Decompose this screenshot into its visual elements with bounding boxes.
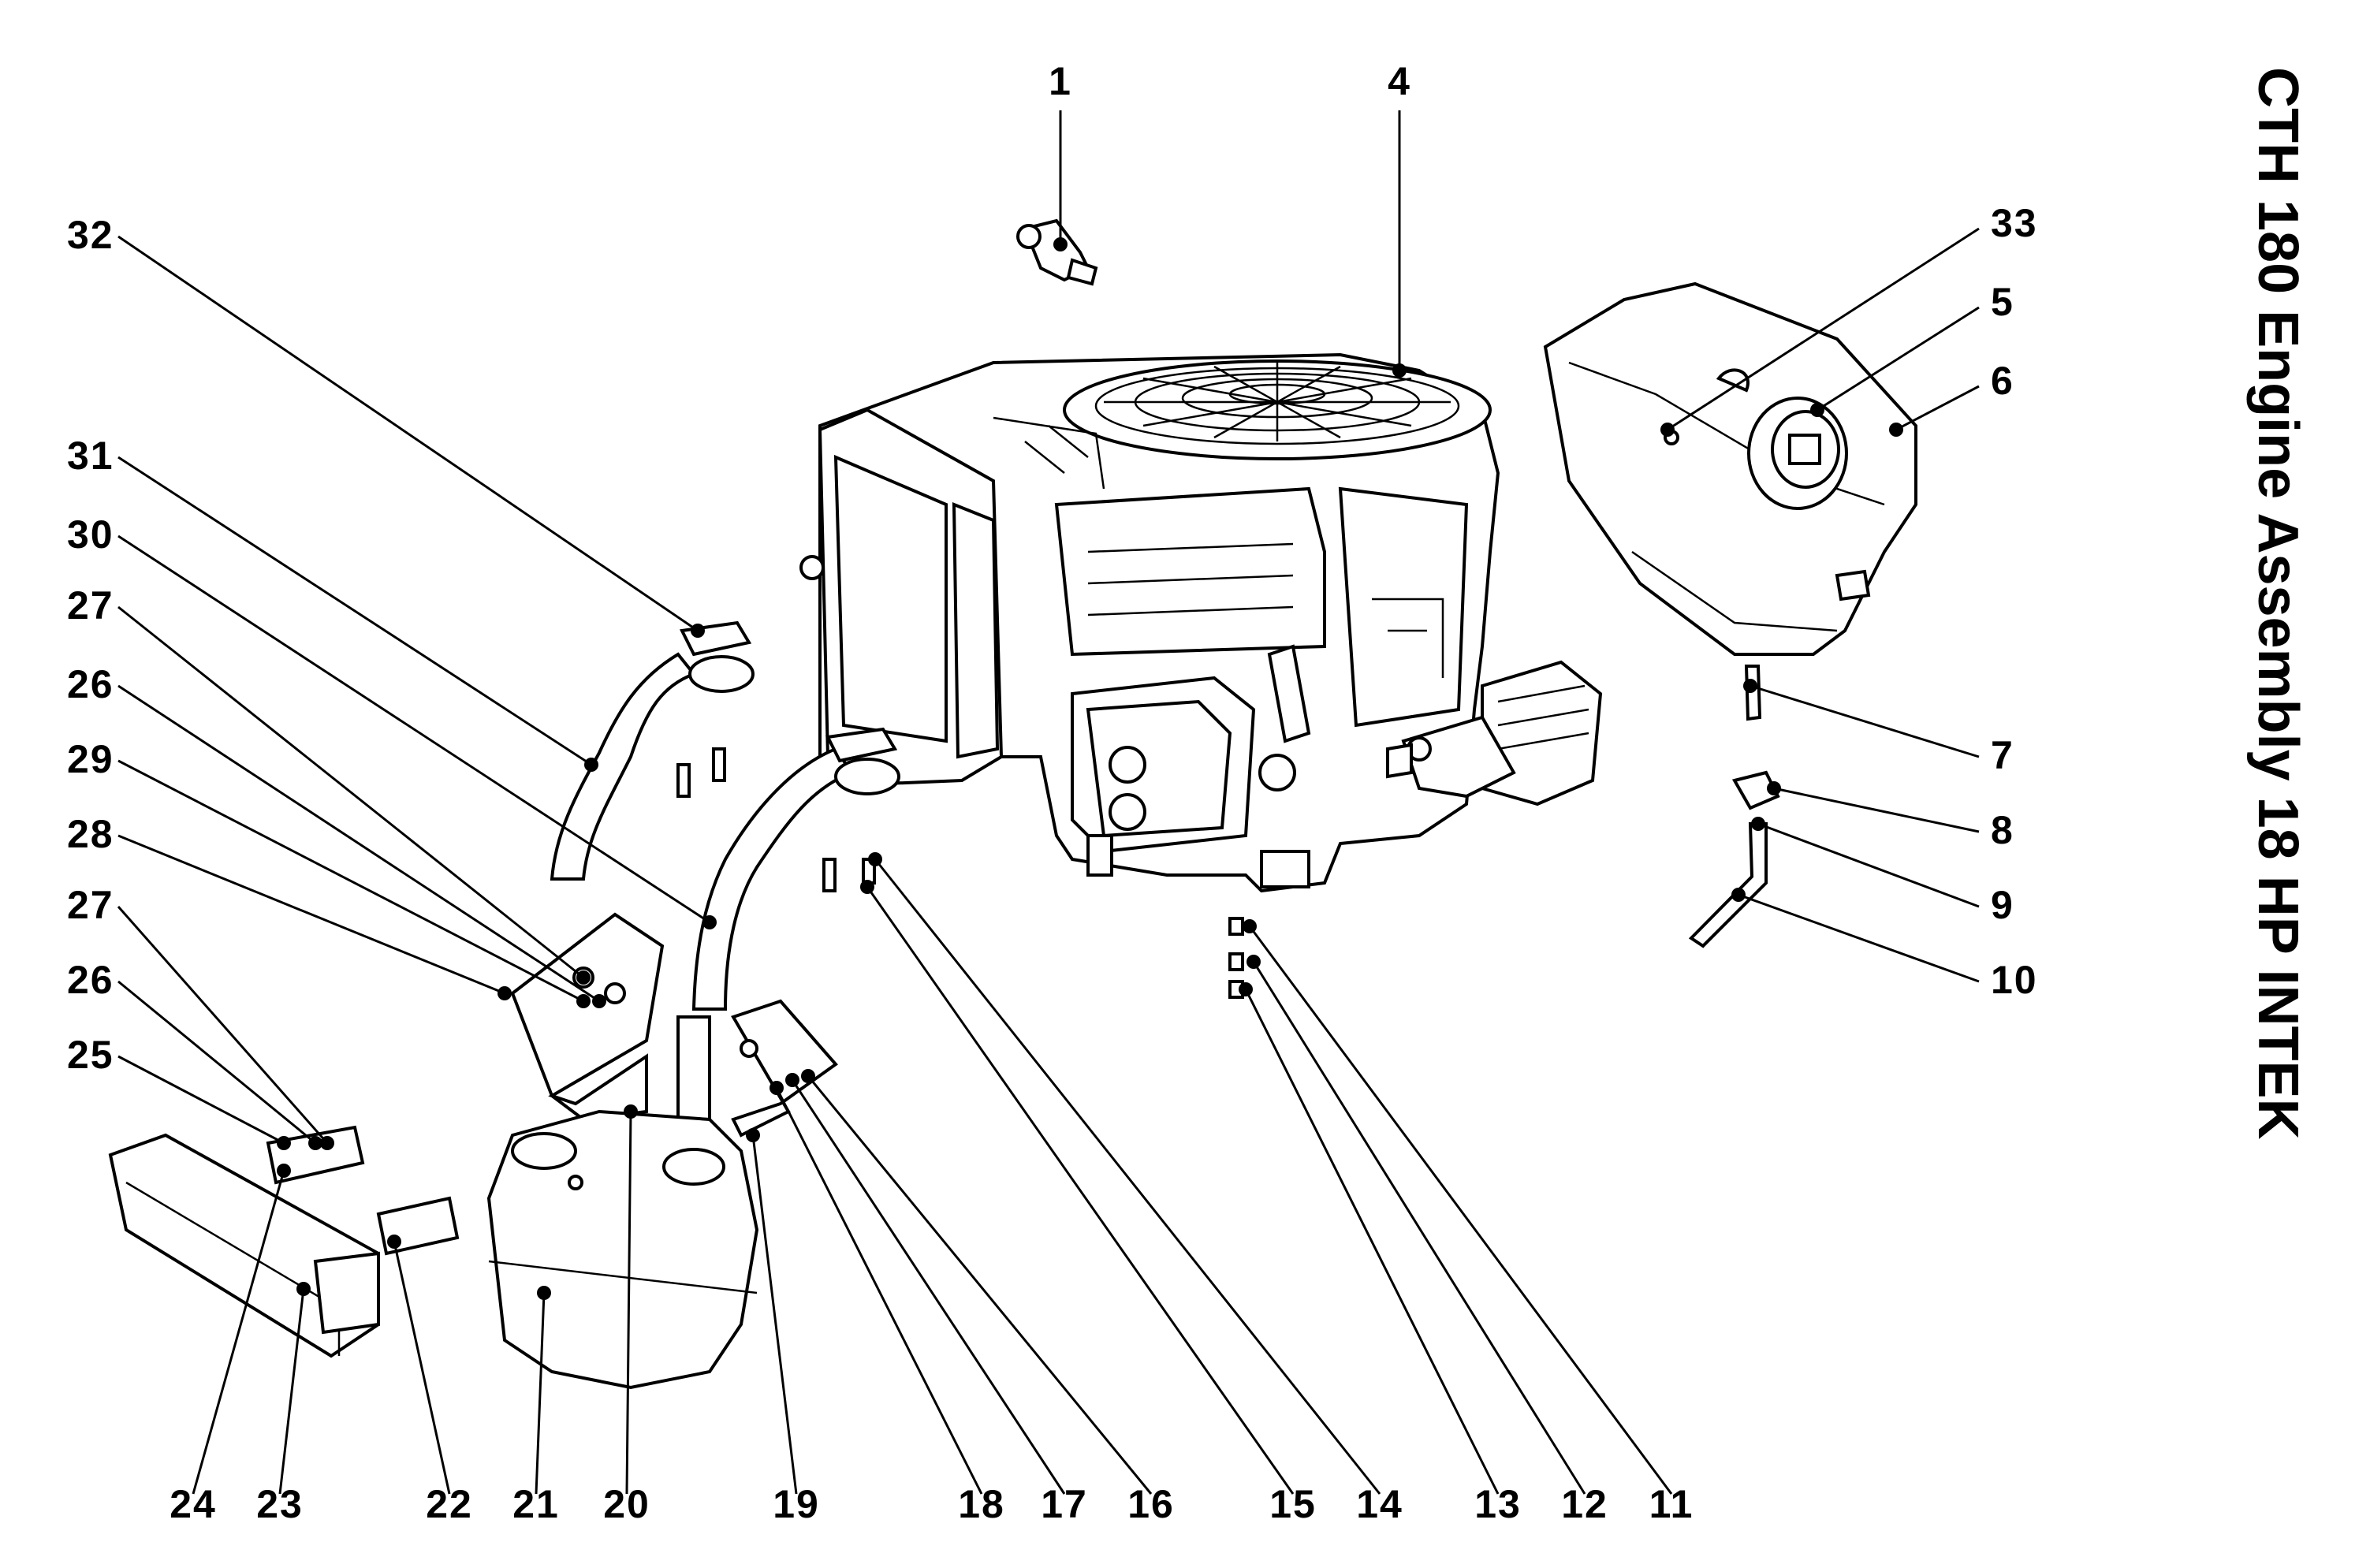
callout-4: 4 bbox=[1388, 59, 1411, 103]
engine bbox=[799, 352, 1603, 893]
callout-11: 11 bbox=[1649, 1482, 1694, 1526]
callout-12: 12 bbox=[1561, 1482, 1608, 1526]
callout-16: 16 bbox=[1127, 1482, 1175, 1526]
leader-lines bbox=[117, 110, 1980, 1495]
callout-13: 13 bbox=[1474, 1482, 1522, 1526]
callout-1: 1 bbox=[1049, 59, 1072, 103]
callout-30: 30 bbox=[67, 512, 114, 557]
fuel-tank bbox=[1543, 281, 1917, 656]
callout-7: 7 bbox=[1991, 733, 2014, 777]
page-title: CTH 180 Engine Assembly 18 HP INTEK bbox=[2246, 67, 2309, 1140]
exhaust-pipe bbox=[691, 727, 900, 1011]
callout-24: 24 bbox=[170, 1482, 217, 1526]
callout-9: 9 bbox=[1991, 883, 2014, 927]
callout-28: 28 bbox=[67, 812, 114, 856]
muffler bbox=[486, 1109, 759, 1390]
exhaust-pipe bbox=[550, 620, 755, 881]
leader-dots bbox=[277, 237, 1903, 1300]
callout-26: 26 bbox=[67, 662, 114, 706]
callout-6: 6 bbox=[1991, 359, 2014, 403]
hardware bbox=[676, 747, 1244, 999]
callout-32: 32 bbox=[67, 213, 114, 257]
callout-17: 17 bbox=[1041, 1482, 1088, 1526]
callout-10: 10 bbox=[1991, 958, 2038, 1002]
callout-8: 8 bbox=[1991, 808, 2014, 852]
callout-27-lower: 27 bbox=[67, 883, 114, 927]
starter-solenoid bbox=[1016, 218, 1098, 286]
callout-15: 15 bbox=[1269, 1482, 1317, 1526]
muffler-bracket bbox=[510, 912, 665, 1122]
callout-21: 21 bbox=[512, 1482, 560, 1526]
heat-shield bbox=[108, 1133, 380, 1358]
callout-31: 31 bbox=[67, 434, 114, 478]
callout-22: 22 bbox=[426, 1482, 473, 1526]
fuel-line bbox=[1688, 665, 1780, 948]
callout-33: 33 bbox=[1991, 201, 2038, 245]
callout-18: 18 bbox=[958, 1482, 1005, 1526]
callout-23: 23 bbox=[256, 1482, 304, 1526]
callout-labels: 1 4 32 33 5 6 31 30 27 26 29 28 7 8 9 10… bbox=[67, 59, 2038, 1526]
callout-25: 25 bbox=[67, 1033, 114, 1077]
callout-27: 27 bbox=[67, 583, 114, 628]
callout-14: 14 bbox=[1356, 1482, 1403, 1526]
callout-26-lower: 26 bbox=[67, 958, 114, 1002]
muffler-bracket bbox=[676, 999, 838, 1138]
callout-20: 20 bbox=[603, 1482, 650, 1526]
callout-29: 29 bbox=[67, 737, 114, 781]
callout-19: 19 bbox=[773, 1482, 820, 1526]
callout-5: 5 bbox=[1991, 280, 2014, 324]
